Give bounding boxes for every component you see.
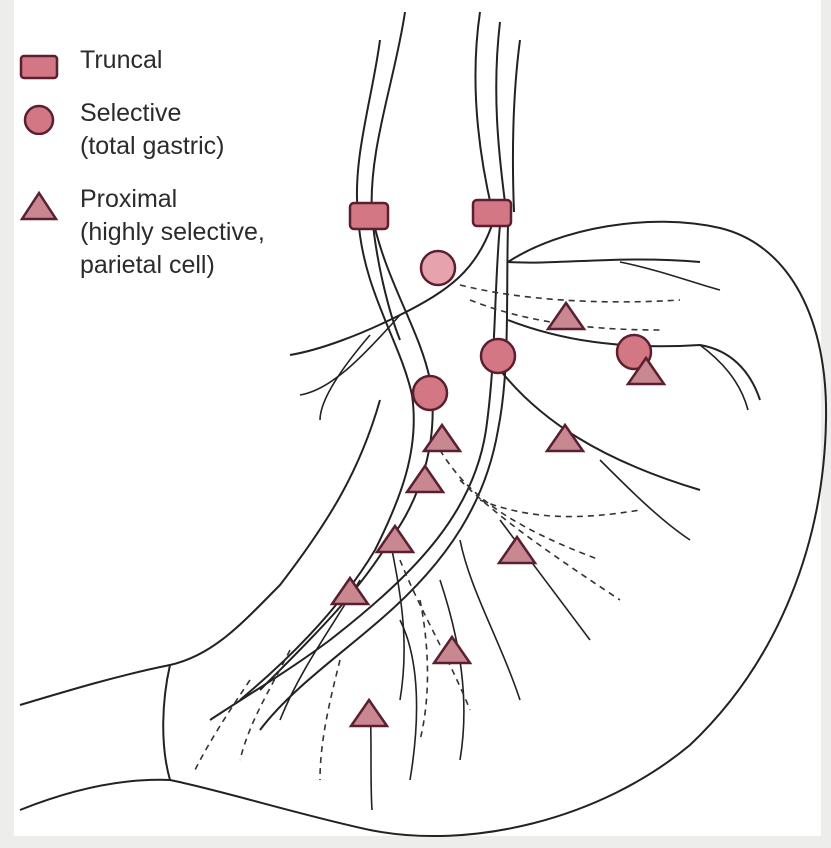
- legend-item-truncal: Truncal: [18, 44, 348, 77]
- truncal-markers: [350, 200, 511, 229]
- rounded-rectangle-marker-icon: [18, 50, 60, 82]
- legend-label-proximal: Proximal: [80, 183, 348, 216]
- legend-label-selective: Selective: [80, 97, 348, 130]
- dashed-fibers: [195, 285, 680, 780]
- selective-markers: [413, 251, 651, 410]
- legend: Truncal Selective (total gastric) Proxim…: [18, 44, 348, 302]
- legend-item-proximal: Proximal (highly selective, parietal cel…: [18, 183, 348, 282]
- legend-sublabel-selective: (total gastric): [80, 130, 348, 163]
- triangle-marker-icon: [18, 189, 60, 221]
- legend-item-selective: Selective (total gastric): [18, 97, 348, 163]
- legend-sublabel-proximal-1: (highly selective,: [80, 216, 348, 249]
- circle-marker-icon: [18, 103, 60, 135]
- legend-sublabel-proximal-2: parietal cell): [80, 249, 348, 282]
- stomach-outline: [20, 222, 826, 836]
- legend-label-truncal: Truncal: [80, 44, 348, 77]
- nerve-branches: [280, 262, 748, 810]
